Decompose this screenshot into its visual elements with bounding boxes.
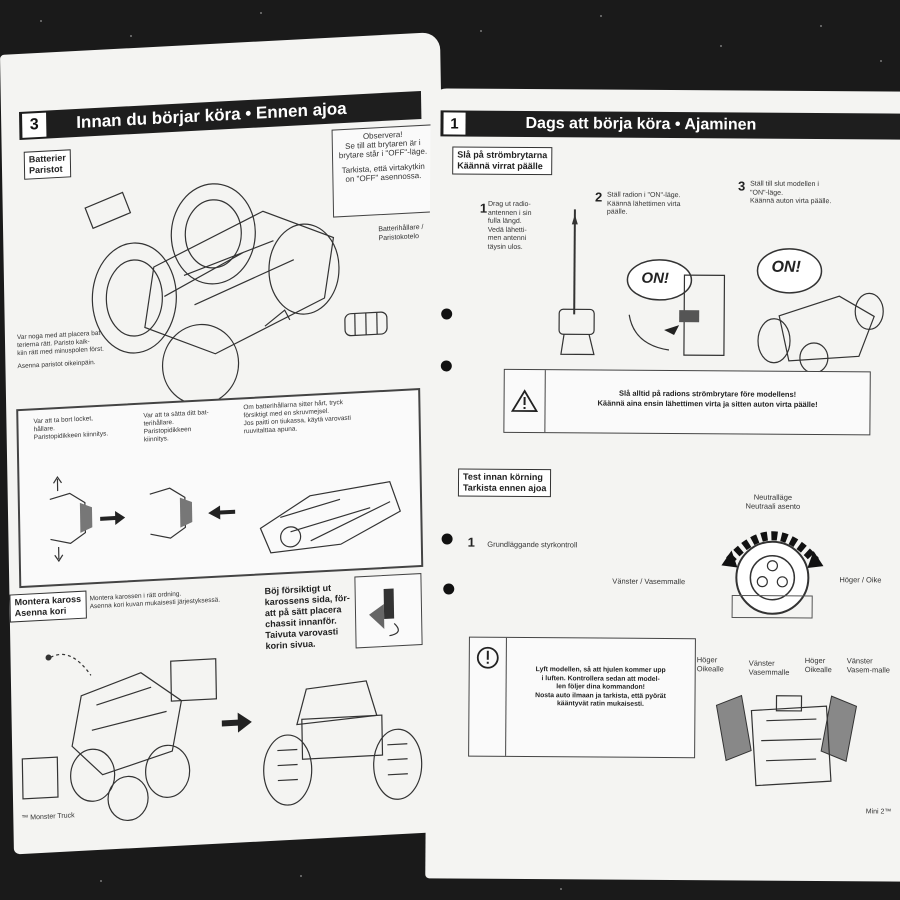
body-detail-box — [354, 573, 423, 649]
step-c-text: Om batterihållarna sitter hårt, tryck fö… — [243, 399, 351, 436]
wheel-label-2: Vänster Vasemmalle — [748, 658, 790, 677]
wheel-label-3: Höger Oikealle — [804, 655, 832, 675]
warning-triangle-icon — [510, 389, 539, 412]
left-header-number: 3 — [22, 112, 47, 138]
right-footer: Mini 2™ — [865, 808, 892, 816]
right-direction-label: Höger / Oike — [839, 575, 882, 585]
switch-label: Slå på strömbrytarna Käännä virrat pääll… — [452, 146, 553, 176]
on-bubble-1: ON! — [641, 269, 670, 288]
binder-hole — [443, 583, 455, 595]
test-label: Test innan körning Tarkista ennen ajoa — [457, 468, 552, 498]
steer-item: 1 Grundläggande styrkontroll — [467, 534, 578, 550]
arrow-right-icon — [221, 712, 252, 733]
left-header-title: Innan du börjar köra • Ennen ajoa — [76, 98, 347, 133]
body-clip-detail — [369, 588, 399, 637]
clip-open-illustration — [49, 475, 126, 563]
steering-wheel-diagram — [721, 531, 824, 619]
battery-holder-note: Batterihållare / Paristokotelo — [378, 223, 424, 243]
right-header-number: 1 — [443, 112, 466, 135]
assembled-truck-illustration — [263, 680, 423, 806]
body-note: Montera karossen i rätt ordning. Asenna … — [89, 590, 221, 611]
right-page: 1 Dags att börja köra • Ajaminen Slå på … — [425, 88, 900, 882]
step-b-text: Var att ta sätta ditt bat- terihållare. … — [143, 409, 209, 444]
on-bubble-2: ON! — [771, 258, 801, 276]
model-on-illustration — [756, 248, 884, 374]
truck-chassis-illustration — [84, 183, 340, 406]
neutral-label: Neutralläge Neutraali asento — [745, 492, 801, 511]
battery-steps-box: Var att ta bort locket, hållare. Paristo… — [16, 388, 424, 589]
step-a-text: Var att ta bort locket, hållare. Paristo… — [33, 415, 109, 442]
body-label: Montera kaross Asenna kori — [9, 590, 87, 623]
left-direction-label: Vänster / Vasemmalle — [612, 576, 686, 587]
clip-close-illustration — [149, 487, 236, 539]
body-mount-illustration — [21, 653, 218, 822]
battery-polarity-note: Var noga med att placera bat- terierna r… — [16, 329, 104, 371]
left-page: 3 Innan du börjar köra • Ennen ajoa Batt… — [0, 31, 454, 855]
right-header-title: Dags att börja köra • Ajaminen — [525, 114, 757, 134]
wheel-label-1: Höger Oikealle — [696, 655, 724, 674]
body-instruction: Böj försiktigt ut karossens sida, för- a… — [264, 582, 350, 652]
warning-box: Slå alltid på radions strömbrytare före … — [503, 368, 871, 436]
battery-removal-illustration — [259, 480, 402, 554]
transmitter-antenna-illustration — [558, 209, 595, 356]
binder-hole — [440, 360, 452, 372]
lift-note-box: Lyft modellen, så att hjulen kommer upp … — [468, 636, 696, 759]
right-header: 1 Dags att börja köra • Ajaminen — [440, 110, 900, 140]
lifted-truck-illustration — [715, 694, 858, 787]
wheel-label-4: Vänster Vasem-malle — [846, 656, 890, 675]
binder-hole — [441, 533, 453, 545]
binder-hole — [441, 308, 453, 320]
radio-on-illustration — [626, 259, 726, 356]
battery-holder-illustration — [344, 311, 388, 337]
notice-icon — [476, 646, 499, 669]
